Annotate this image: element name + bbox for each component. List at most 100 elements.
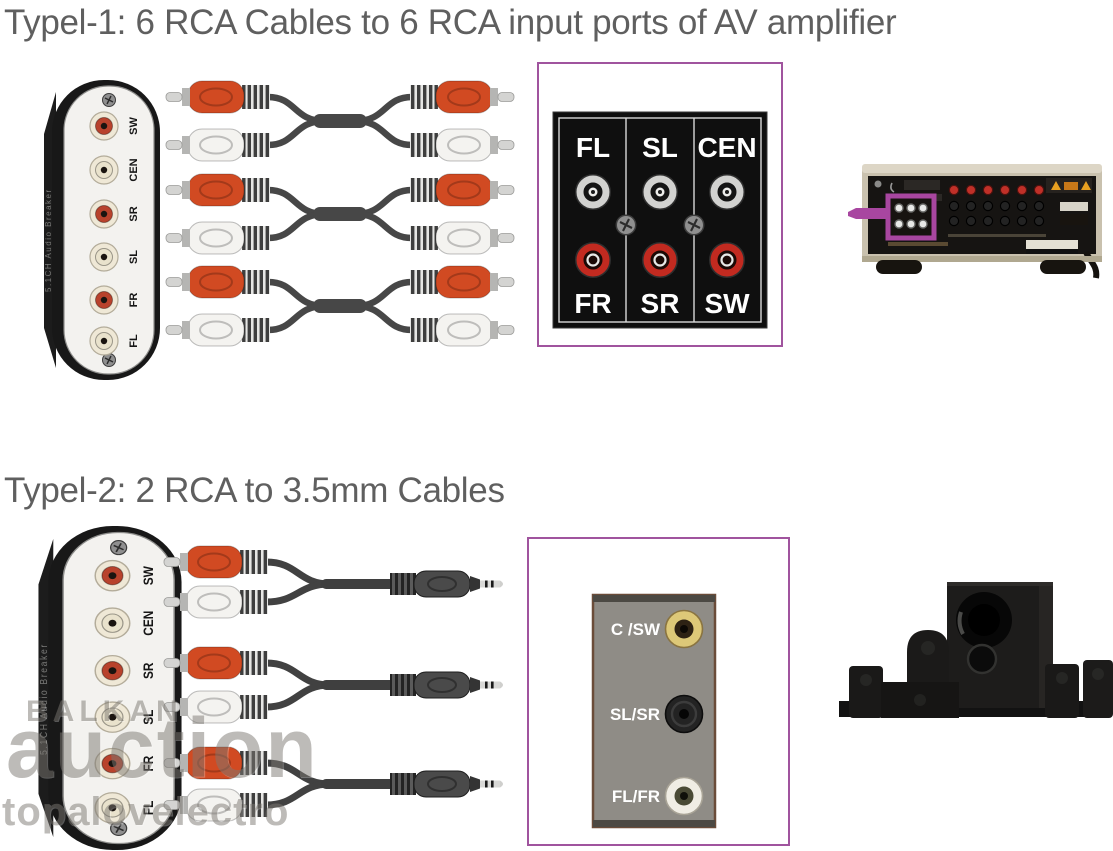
jack-35mm-plug — [389, 671, 504, 699]
screw-icon — [109, 539, 128, 556]
port-label: SL — [140, 709, 156, 724]
rca-plug-red — [163, 646, 269, 680]
rca-plug-red — [165, 265, 271, 299]
port-label: SW — [128, 117, 140, 135]
rca-port-sr — [94, 654, 131, 687]
amp-barcode-label — [1026, 240, 1078, 249]
cable-pair-2 — [165, 173, 515, 255]
rca-plug-white — [409, 128, 515, 162]
rca-jack-silver — [576, 175, 610, 209]
screw-icon — [101, 92, 117, 108]
amp-module — [904, 180, 940, 190]
port-label: FL — [140, 800, 156, 815]
watermark-line2: auction — [6, 701, 319, 795]
rca-plug-white — [409, 313, 515, 347]
amp-top-edge — [862, 164, 1102, 173]
amp-antenna-jack — [890, 182, 895, 193]
rca-to-rca-cables — [165, 80, 515, 347]
rca-port-sw — [94, 559, 131, 592]
amp-warning-label — [1046, 178, 1092, 193]
rca-to-35mm-cables — [163, 545, 504, 822]
watermark-line3: topalovelectro — [2, 790, 290, 834]
rca-port-fl — [89, 326, 119, 356]
amp-foot — [876, 260, 922, 274]
av-amplifier-rear — [848, 164, 1102, 279]
rca-plug-white — [165, 128, 271, 162]
jack-label-flfr: FL/FR — [612, 787, 660, 806]
rca-plug-white — [409, 221, 515, 255]
port-label: SR — [128, 206, 140, 221]
rca-35mm-cable-1 — [163, 545, 504, 619]
speaker-system — [839, 582, 1113, 718]
port-label: SW — [140, 565, 156, 585]
satellite-speaker-right-2 — [1083, 660, 1113, 718]
jack-35mm-plug — [389, 770, 504, 798]
rca-35mm-cable-2 — [163, 646, 504, 724]
breaker-faceplate — [63, 85, 155, 375]
jack-c-sw — [664, 609, 704, 649]
rca-plug-red — [165, 80, 271, 114]
cable-pair-3 — [165, 265, 515, 347]
port-label: FR — [140, 756, 156, 772]
port-label: FR — [128, 293, 140, 308]
amp-barcode — [1026, 249, 1078, 254]
highlight-arrow — [848, 208, 886, 219]
panel-frame — [558, 117, 762, 323]
port-label: CEN — [128, 158, 140, 181]
amp-bottom-edge — [862, 256, 1102, 262]
rca-plug-red — [409, 265, 515, 299]
rca-port-cen — [94, 607, 131, 640]
jack-fl-fr — [664, 776, 704, 816]
jack-sl-sr — [664, 694, 704, 734]
satellite-speaker-right-1 — [1045, 664, 1079, 718]
rca-plug-white — [165, 313, 271, 347]
port-label: SR — [140, 662, 156, 679]
power-cord — [1083, 250, 1100, 279]
rca-jack-red — [710, 243, 744, 277]
35mm-jack-panel-inset: C /SW SL/SR FL/FR — [527, 537, 790, 846]
panel-label-sr: SR — [641, 288, 680, 319]
breaker-side-text: 5.1CH Audio Breaker — [44, 188, 53, 292]
rca-plug-red — [409, 173, 515, 207]
amp-text-row — [888, 242, 948, 246]
section2-title: Typel-2: 2 RCA to 3.5mm Cables — [4, 471, 505, 510]
rca-jack-silver — [710, 175, 744, 209]
panel-label-sw: SW — [704, 288, 750, 319]
rca-port-fr — [89, 285, 119, 315]
rca-jack-silver — [643, 175, 677, 209]
amp-socket — [1060, 214, 1088, 225]
rca-plug-red — [409, 80, 515, 114]
panel-label-cen: CEN — [697, 132, 756, 163]
rca-plug-white — [165, 221, 271, 255]
panel-label-fr: FR — [574, 288, 611, 319]
rca-plug-red — [163, 545, 269, 579]
jack-panel-top-edge — [593, 595, 715, 602]
amp-foot — [1040, 260, 1086, 274]
subwoofer — [947, 582, 1053, 708]
jack-label-csw: C /SW — [611, 620, 661, 639]
screw-icon — [615, 214, 637, 236]
rca-panel-black — [552, 111, 768, 329]
rca-jack-red — [643, 243, 677, 277]
cable-pair-1 — [165, 80, 515, 162]
port-label: SL — [128, 250, 140, 264]
center-bar-speaker — [881, 682, 959, 718]
rca-input-panel-inset: FL SL CEN FR SR SW — [537, 62, 783, 347]
amp-sticker — [1060, 202, 1088, 211]
jack-panel-bottom-edge — [593, 820, 715, 827]
section1-title: Typel-1: 6 RCA Cables to 6 RCA input por… — [4, 3, 897, 42]
rca-jack-red — [576, 243, 610, 277]
highlight-box — [885, 193, 937, 241]
breaker-side-text: 5.1CH Audio Breaker — [39, 643, 50, 755]
amp-speaker-terminals — [948, 184, 1046, 237]
jack-35mm-plug — [389, 570, 504, 598]
rca-port-sr — [89, 199, 119, 229]
rca-35mm-cable-3 — [163, 746, 504, 822]
panel-label-fl: FL — [576, 132, 610, 163]
screw-icon — [683, 214, 705, 236]
watermark-line1: BALKAN — [26, 695, 183, 728]
jack-label-slsr: SL/SR — [610, 705, 660, 724]
rca-plug-white — [163, 585, 269, 619]
panel-label-sl: SL — [642, 132, 678, 163]
